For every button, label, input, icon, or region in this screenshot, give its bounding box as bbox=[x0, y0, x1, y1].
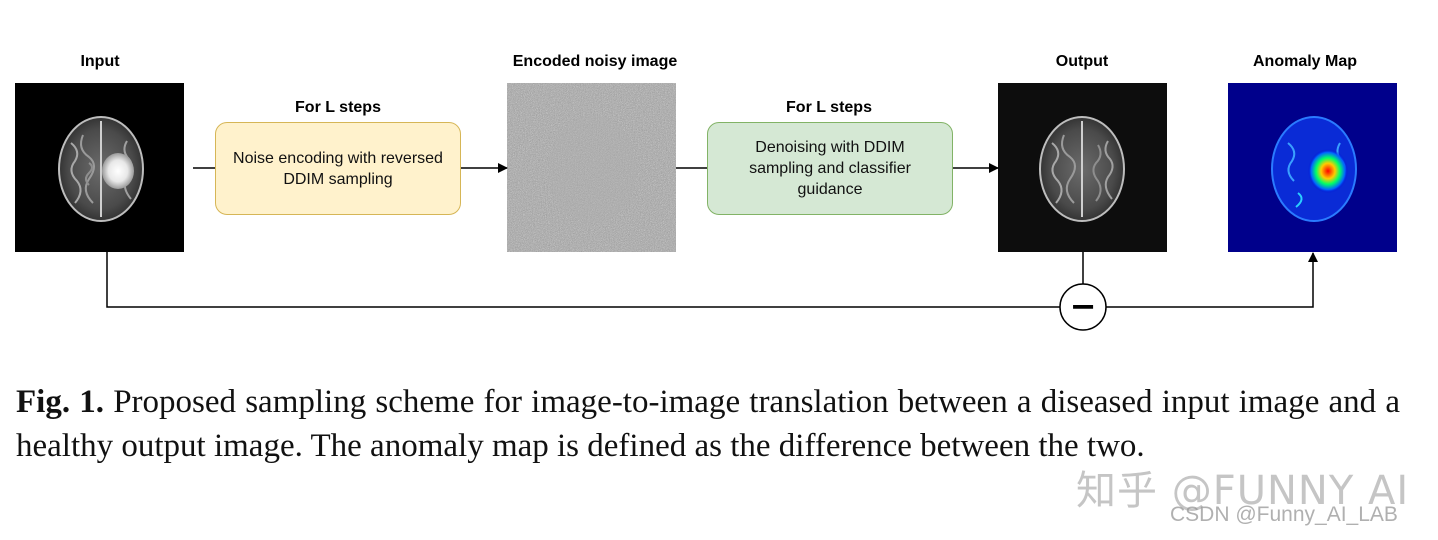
anomaly-label: Anomaly Map bbox=[1252, 53, 1357, 70]
encoded-label: Encoded noisy image bbox=[512, 53, 678, 70]
caption-text: Proposed sampling scheme for image-to-im… bbox=[16, 384, 1401, 464]
line-input-to-subtract bbox=[106, 252, 1060, 308]
figure-caption: Fig. 1. Proposed sampling scheme for ima… bbox=[16, 380, 1400, 468]
encode-steps-header: For L steps bbox=[295, 99, 381, 116]
zhihu-watermark: 知乎 @FUNNY AI bbox=[1076, 468, 1410, 514]
anomaly-heatmap-graphic bbox=[1271, 116, 1357, 222]
subtract-operator-circle bbox=[1059, 283, 1107, 331]
denoising-text: Denoising with DDIM sampling and classif… bbox=[749, 139, 911, 198]
denoising-box: Denoising with DDIM sampling and classif… bbox=[707, 122, 953, 215]
input-label: Input bbox=[80, 53, 120, 70]
csdn-watermark: CSDN @Funny_AI_LAB bbox=[1170, 503, 1398, 526]
output-label: Output bbox=[1055, 53, 1109, 70]
encoded-noisy-image bbox=[507, 83, 676, 252]
noise-graphic bbox=[507, 83, 676, 252]
input-brain-graphic bbox=[58, 116, 144, 222]
output-brain-graphic bbox=[1039, 116, 1125, 222]
output-brain-image bbox=[998, 83, 1167, 252]
input-brain-image bbox=[15, 83, 184, 252]
arrow-subtract-to-anomaly bbox=[1106, 252, 1318, 308]
noise-encoding-box: Noise encoding with reversed DDIM sampli… bbox=[215, 122, 461, 215]
subtract-operator-symbol: − bbox=[1070, 287, 1097, 325]
caption-fig-label: Fig. 1. bbox=[16, 384, 105, 420]
noise-encoding-text: Noise encoding with reversed DDIM sampli… bbox=[233, 149, 443, 188]
anomaly-map-image bbox=[1228, 83, 1397, 252]
denoise-steps-header: For L steps bbox=[786, 99, 872, 116]
